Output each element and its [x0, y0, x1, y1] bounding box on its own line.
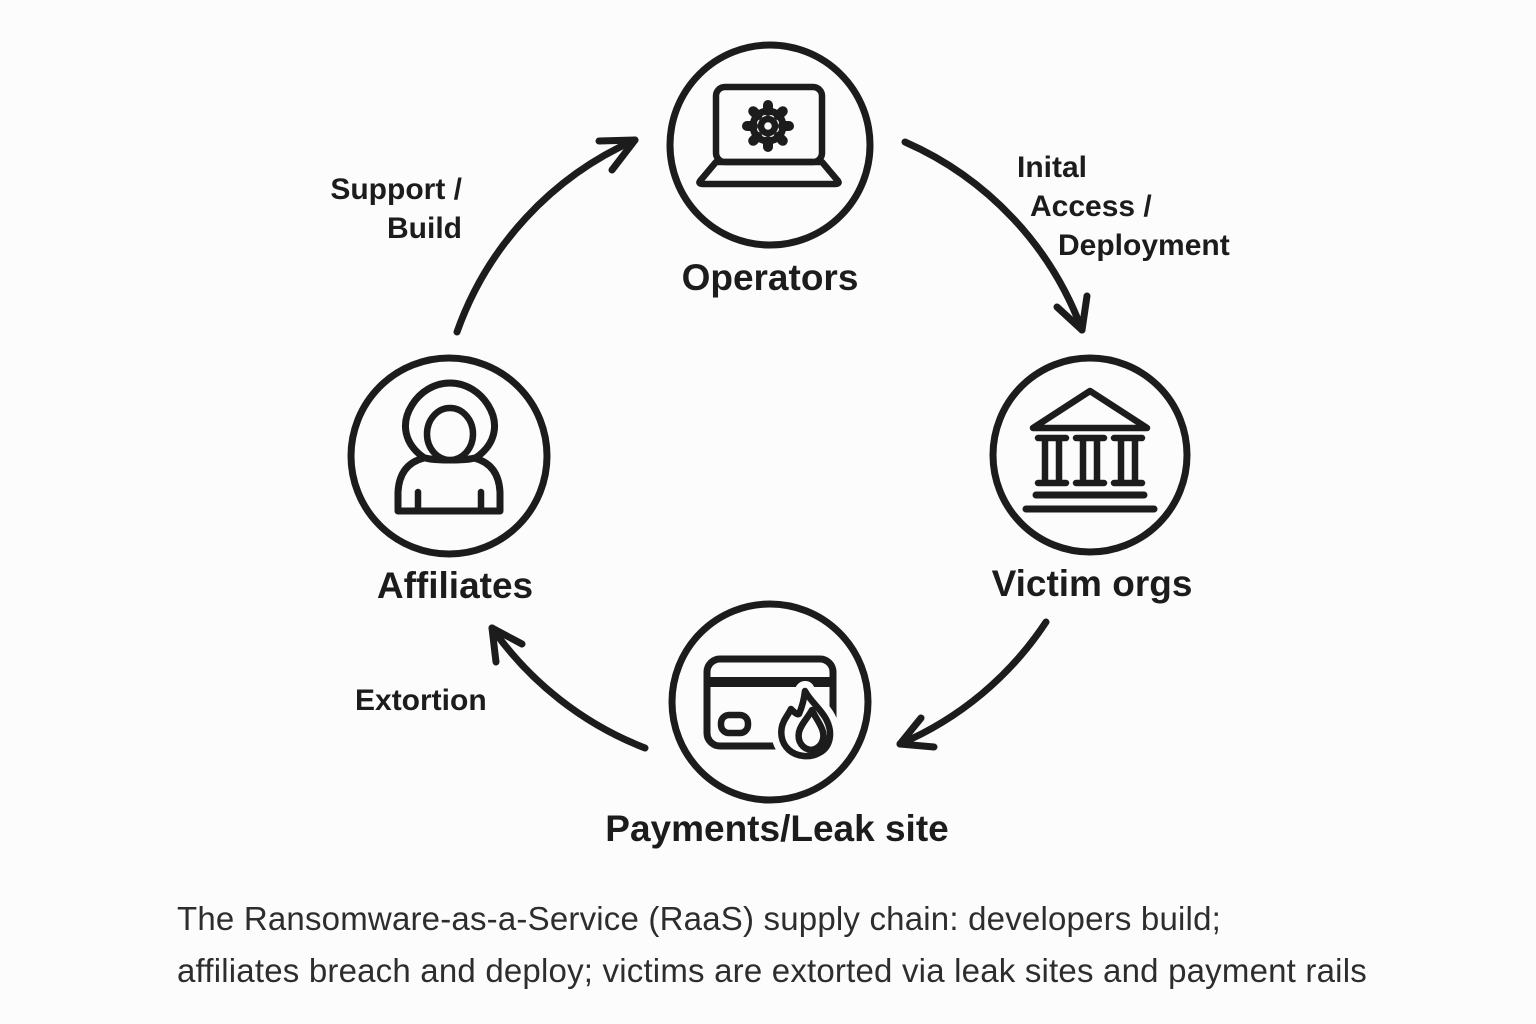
- support-build-line2: Build: [387, 212, 462, 245]
- caption-line1: The Ransomware-as-a-Service (RaaS) suppl…: [177, 900, 1221, 937]
- node-operators: [666, 41, 874, 249]
- affiliates-label: Affiliates: [376, 565, 534, 606]
- operators-label: Operators: [681, 257, 859, 298]
- laptop-gear-icon: [696, 83, 842, 188]
- credit-card-flame-icon: [703, 655, 840, 767]
- initial-access-line1: Inital: [1017, 151, 1088, 184]
- payments-circle: [668, 600, 872, 804]
- arrow-affiliates-to-operators: [453, 136, 639, 336]
- extortion-label: Extortion: [355, 684, 487, 717]
- arrow-payments-to-affiliates: [488, 624, 649, 752]
- initial-access-line3: Deployment: [1058, 229, 1230, 262]
- node-affiliates: [347, 354, 551, 558]
- caption-line2: affiliates breach and deploy; victims ar…: [177, 952, 1367, 989]
- bank-icon: [1022, 387, 1158, 513]
- victim-orgs-label: Victim orgs: [991, 563, 1193, 604]
- victim-orgs-circle: [989, 354, 1191, 556]
- diagram-caption: The Ransomware-as-a-Service (RaaS) suppl…: [177, 893, 1367, 997]
- node-payments-leak-site: [668, 600, 872, 804]
- support-build-line1: Support /: [330, 173, 462, 206]
- node-victim-orgs: [989, 354, 1191, 556]
- arrow-operators-to-victim-orgs: [901, 138, 1091, 334]
- payments-leak-site-label: Payments/Leak site: [605, 808, 949, 849]
- initial-access-deployment-label: Inital Access / Deployment: [1017, 148, 1230, 265]
- hooded-figure-icon: [394, 379, 504, 515]
- arrow-victim-orgs-to-payments: [896, 618, 1050, 751]
- affiliates-circle: [347, 354, 551, 558]
- operators-circle: [666, 41, 874, 249]
- initial-access-line2: Access /: [1030, 190, 1152, 223]
- support-build-label: Support / Build: [330, 170, 462, 248]
